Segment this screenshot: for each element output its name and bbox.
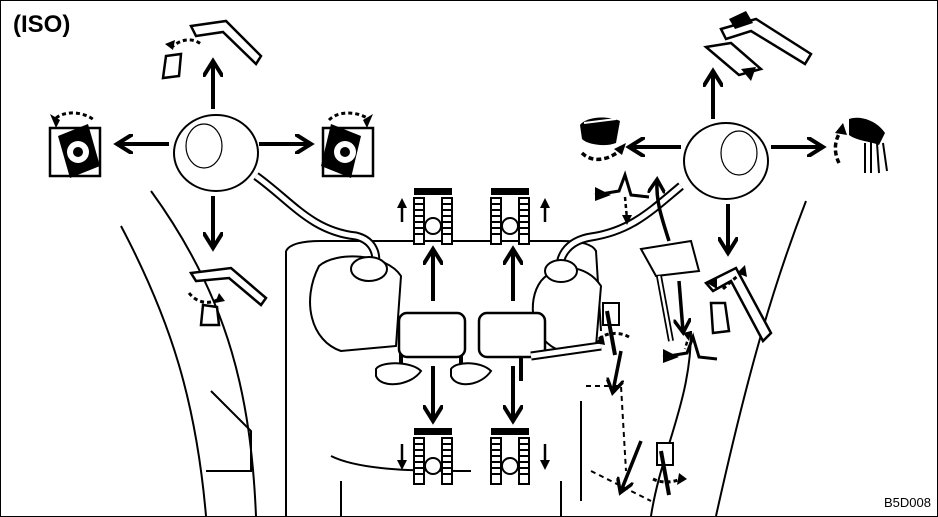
blade-arrow-down-lower [621, 441, 641, 491]
figure-code: B5D008 [884, 495, 931, 510]
bucket-curl-icon [580, 118, 626, 160]
bucket-dump-icon [835, 118, 887, 173]
blade-lever-icon [653, 443, 687, 495]
travel-forward-icon [491, 188, 550, 244]
boom-up-icon [706, 265, 771, 341]
right-joystick [533, 123, 768, 351]
travel-forward-icon [397, 188, 452, 244]
travel-lever-left-grip [399, 313, 465, 357]
travel-reverse-icon [491, 428, 550, 484]
travel-lever-right-grip [479, 313, 545, 357]
arm-retract-icon [189, 268, 266, 325]
travel-levers [376, 313, 545, 384]
swing-left-icon [50, 113, 100, 178]
swing-right-icon [321, 113, 373, 178]
throttle-arrow-up [657, 181, 669, 241]
boom-down-icon [706, 11, 811, 81]
travel-reverse-icon [397, 428, 452, 484]
throttle-arrow-down [679, 281, 683, 331]
